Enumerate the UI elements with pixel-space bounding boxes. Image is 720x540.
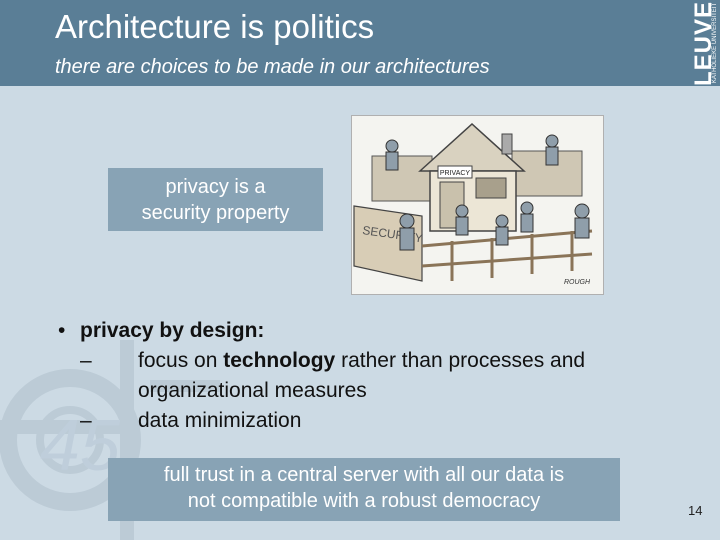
sub1-text-bold: technology [223, 349, 336, 372]
sub-bullet-dash: – [80, 349, 92, 372]
trust-callout-line2: not compatible with a robust democracy [187, 490, 541, 512]
svg-text:45: 45 [40, 406, 121, 486]
cartoon-signature: ROUGH [564, 279, 591, 286]
slide-title: Architecture is politics [55, 8, 375, 45]
sub-bullet-dash: – [80, 409, 92, 432]
sub1-text-line2: organizational measures [138, 379, 367, 402]
slide-header: Architecture is politics there are choic… [0, 0, 720, 86]
house-sign: PRIVACY [440, 170, 471, 177]
university-logo: LEUVEN KATHOLIEKE UNIVERSITEIT [688, 0, 720, 86]
logo-small-text: KATHOLIEKE UNIVERSITEIT [712, 2, 718, 84]
slide-subtitle: there are choices to be made in our arch… [55, 56, 490, 78]
privacy-callout-line1: privacy is a [165, 176, 266, 198]
privacy-callout: privacy is a security property [108, 168, 323, 231]
bullet-dot: • [58, 319, 66, 342]
page-number: 14 [688, 503, 703, 518]
bullet-label: privacy by design: [80, 319, 265, 342]
sub-bullet-data-minimization: – data minimization [80, 406, 670, 436]
sub2-text: data minimization [138, 409, 302, 432]
bullet-list: • privacy by design: – focus on technolo… [50, 316, 670, 436]
trust-callout-line1: full trust in a central server with all … [163, 464, 565, 486]
security-fence-cartoon: PRIVACY SECURITY ROUGH [351, 115, 604, 295]
sub1-text-post: rather than processes and [335, 349, 586, 372]
bullet-privacy-by-design: • privacy by design: [50, 316, 670, 346]
sub-bullet-technology: – focus on technology rather than proces… [80, 346, 670, 406]
trust-callout: full trust in a central server with all … [108, 458, 620, 521]
sub1-text-pre: focus on [138, 349, 224, 372]
privacy-callout-line2: security property [141, 202, 290, 224]
